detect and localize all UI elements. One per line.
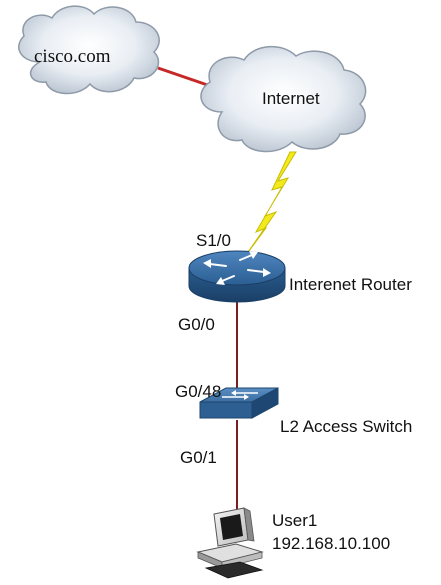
- router-serial-port-label: S1/0: [196, 231, 231, 250]
- router-name-label: Interenet Router: [289, 275, 412, 294]
- cisco-com-cloud-icon: [18, 5, 160, 95]
- internet-label: Internet: [262, 89, 320, 108]
- router-icon: [188, 250, 286, 303]
- switch-uplink-port-label: G0/48: [175, 382, 222, 401]
- wan-lightning-link-icon: [240, 151, 297, 263]
- switch-name-label: L2 Access Switch: [280, 417, 413, 436]
- host-name-label: User1: [272, 511, 318, 530]
- host-ip-label: 192.168.10.100: [272, 534, 391, 553]
- cisco-com-label: cisco.com: [34, 46, 111, 67]
- switch-icon: [199, 387, 279, 419]
- switch-access-port-label: G0/1: [180, 448, 217, 467]
- internet-cloud-icon: [200, 45, 367, 153]
- workstation-icon: [196, 507, 264, 579]
- router-lan-port-label: G0/0: [178, 315, 215, 334]
